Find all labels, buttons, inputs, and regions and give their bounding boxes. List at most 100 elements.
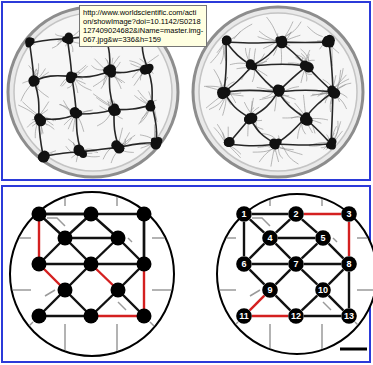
food-source <box>74 146 84 156</box>
network-link <box>252 213 288 215</box>
network-link <box>250 219 264 232</box>
node-disc-shape <box>262 230 278 246</box>
territory-line <box>321 180 323 206</box>
city-node <box>84 309 99 324</box>
network-link <box>329 244 344 259</box>
food-source <box>74 145 84 155</box>
city-node <box>32 309 47 324</box>
node-number: 2 <box>293 210 298 219</box>
fine-vein <box>267 17 278 37</box>
fine-vein <box>336 68 343 90</box>
network-link <box>252 263 288 265</box>
fine-vein <box>307 26 322 36</box>
node-disc-shape <box>341 206 357 222</box>
city-node <box>137 309 152 324</box>
node-disc-shape <box>236 206 252 222</box>
fine-vein <box>55 34 65 37</box>
territory-line <box>116 180 118 206</box>
food-source <box>104 67 110 73</box>
network-link <box>348 222 350 256</box>
main-vein <box>276 118 305 144</box>
food-source <box>246 59 255 68</box>
food-source <box>109 107 118 116</box>
city-node <box>137 257 152 272</box>
numbered-node: 11 <box>236 308 252 324</box>
node-disc-shape <box>288 206 304 222</box>
territory-line <box>269 324 271 365</box>
numbered-node: 4 <box>262 230 278 246</box>
city-node <box>111 231 126 246</box>
territory-line <box>116 324 118 365</box>
food-source <box>30 76 39 85</box>
food-source <box>330 88 341 99</box>
territory-line <box>321 324 323 365</box>
territory-line <box>197 289 236 291</box>
network-link <box>329 270 344 285</box>
food-source <box>323 36 330 43</box>
dish-rim <box>193 7 363 177</box>
food-source <box>218 89 228 99</box>
fine-vein <box>217 43 224 53</box>
food-source <box>222 36 232 46</box>
network-link <box>304 213 341 215</box>
city-node <box>32 207 47 222</box>
node-disc-shape <box>341 308 357 324</box>
territory-line <box>204 174 238 208</box>
food-source <box>151 138 157 144</box>
food-source <box>225 137 235 147</box>
territory-line <box>152 289 192 291</box>
territory-line <box>0 289 31 291</box>
territory-line <box>333 238 337 242</box>
main-vein <box>331 92 333 144</box>
node-number: 4 <box>267 234 272 243</box>
network-link <box>276 219 290 232</box>
food-source <box>247 113 258 124</box>
network-link <box>252 315 288 317</box>
node-disc-shape <box>288 256 304 272</box>
territory-line <box>0 322 33 356</box>
food-source <box>222 37 230 45</box>
food-source <box>278 36 287 45</box>
network-link <box>91 315 144 317</box>
food-source <box>300 114 310 124</box>
food-source <box>275 85 285 95</box>
numbered-node: 3 <box>341 206 357 222</box>
territory-line <box>152 237 192 239</box>
territory-line <box>269 180 271 206</box>
fine-vein <box>242 68 253 79</box>
fine-vein <box>36 63 39 78</box>
territory-line <box>323 302 331 310</box>
network-link <box>65 237 118 239</box>
numbered-node: 13 <box>341 308 357 324</box>
food-source <box>111 140 121 150</box>
node-number: 1 <box>241 210 246 219</box>
numbered-node: 7 <box>288 256 304 272</box>
territory-lines <box>0 174 192 365</box>
node-disc-shape <box>236 256 252 272</box>
fine-vein <box>18 105 35 115</box>
network-link <box>304 263 341 265</box>
network-link <box>276 296 291 311</box>
scale-bar <box>340 348 367 351</box>
territory-line <box>204 322 238 356</box>
food-source <box>143 64 153 74</box>
food-source <box>28 38 34 44</box>
city-node <box>58 283 73 298</box>
main-vein <box>226 42 280 43</box>
node-number: 6 <box>241 260 246 269</box>
network-link <box>278 237 315 239</box>
panel-frame <box>2 2 370 180</box>
main-vein <box>228 144 276 146</box>
fine-vein <box>228 145 240 158</box>
food-source <box>28 75 39 86</box>
network-link <box>304 315 341 317</box>
main-vein <box>252 42 280 66</box>
network-schematic <box>0 174 192 365</box>
main-vein <box>278 92 305 118</box>
network-link <box>329 296 344 311</box>
territory-line <box>128 238 132 242</box>
main-vein <box>276 143 331 146</box>
